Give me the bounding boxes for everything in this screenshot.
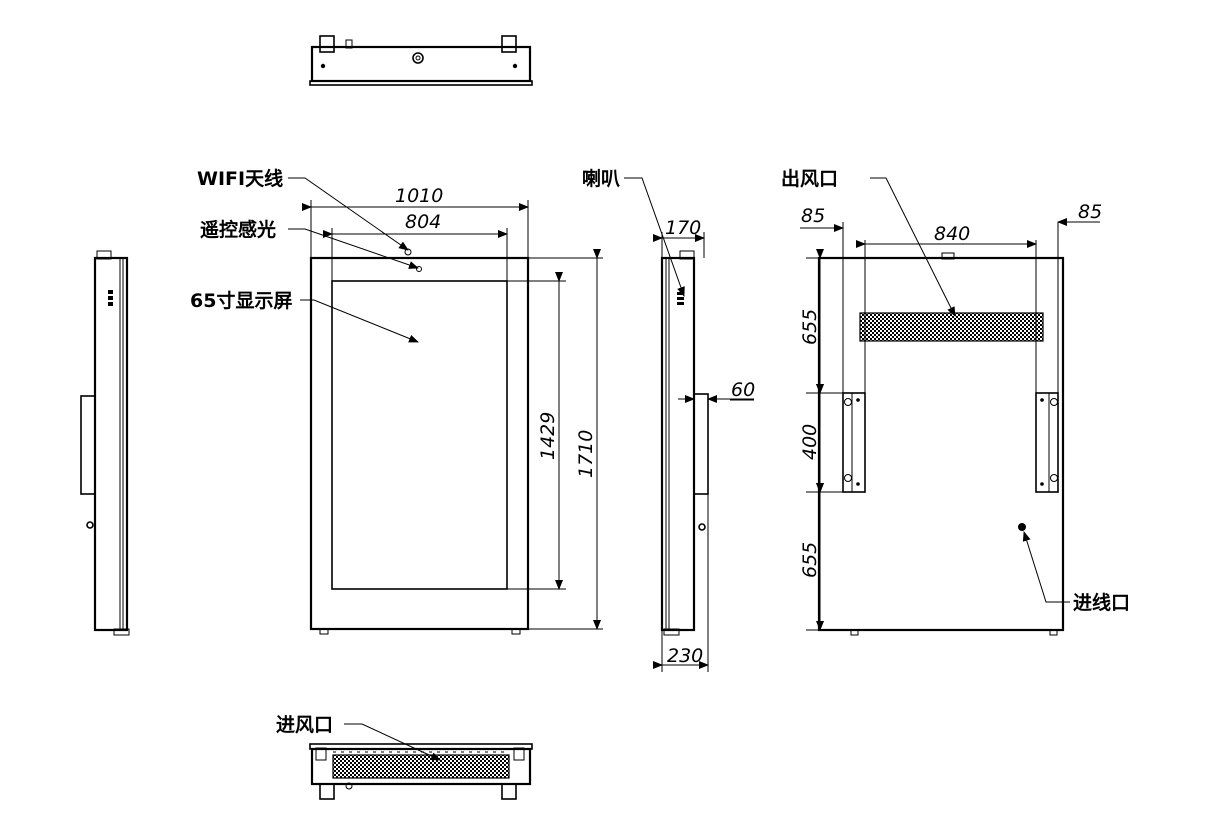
dim-screen-width: 804 xyxy=(405,211,441,233)
front-dimensions xyxy=(302,200,603,630)
dim-bracket-span: 840 xyxy=(934,223,970,245)
label-cable-inlet: 进线口 xyxy=(1073,591,1130,614)
dim-screen-height: 1429 xyxy=(537,412,559,460)
left-side-view xyxy=(80,250,130,636)
dim-overall-width: 1010 xyxy=(395,185,443,207)
back-view xyxy=(817,252,1065,636)
dim-bracket-depth: 60 xyxy=(731,379,755,401)
label-air-inlet: 进风口 xyxy=(276,714,333,736)
front-leaders xyxy=(288,177,419,343)
label-wifi-antenna: WIFI天线 xyxy=(197,167,283,190)
dim-bracket-height: 400 xyxy=(799,424,821,460)
right-side-dimensions xyxy=(624,177,754,672)
air-outlet-mesh xyxy=(859,312,1044,342)
air-inlet-mesh xyxy=(332,754,510,779)
bottom-leaders xyxy=(344,723,441,761)
label-speaker: 喇叭 xyxy=(582,168,620,190)
top-view xyxy=(309,35,533,86)
dim-edge-right: 85 xyxy=(1078,201,1102,223)
dim-bottom-depth: 230 xyxy=(667,645,703,667)
back-dimensions xyxy=(800,177,1100,631)
dim-edge-left: 85 xyxy=(801,205,825,227)
front-view xyxy=(309,248,530,635)
dim-upper-section: 655 xyxy=(799,309,821,345)
dim-top-depth: 170 xyxy=(665,217,701,239)
bottom-view xyxy=(309,743,533,800)
dim-overall-height: 1710 xyxy=(575,430,597,478)
dim-lower-section: 655 xyxy=(799,542,821,578)
label-display-screen: 65寸显示屏 xyxy=(190,289,292,312)
label-remote-sensor: 遥控感光 xyxy=(200,218,276,241)
right-side-view xyxy=(660,250,709,636)
label-air-outlet: 出风口 xyxy=(781,167,838,190)
